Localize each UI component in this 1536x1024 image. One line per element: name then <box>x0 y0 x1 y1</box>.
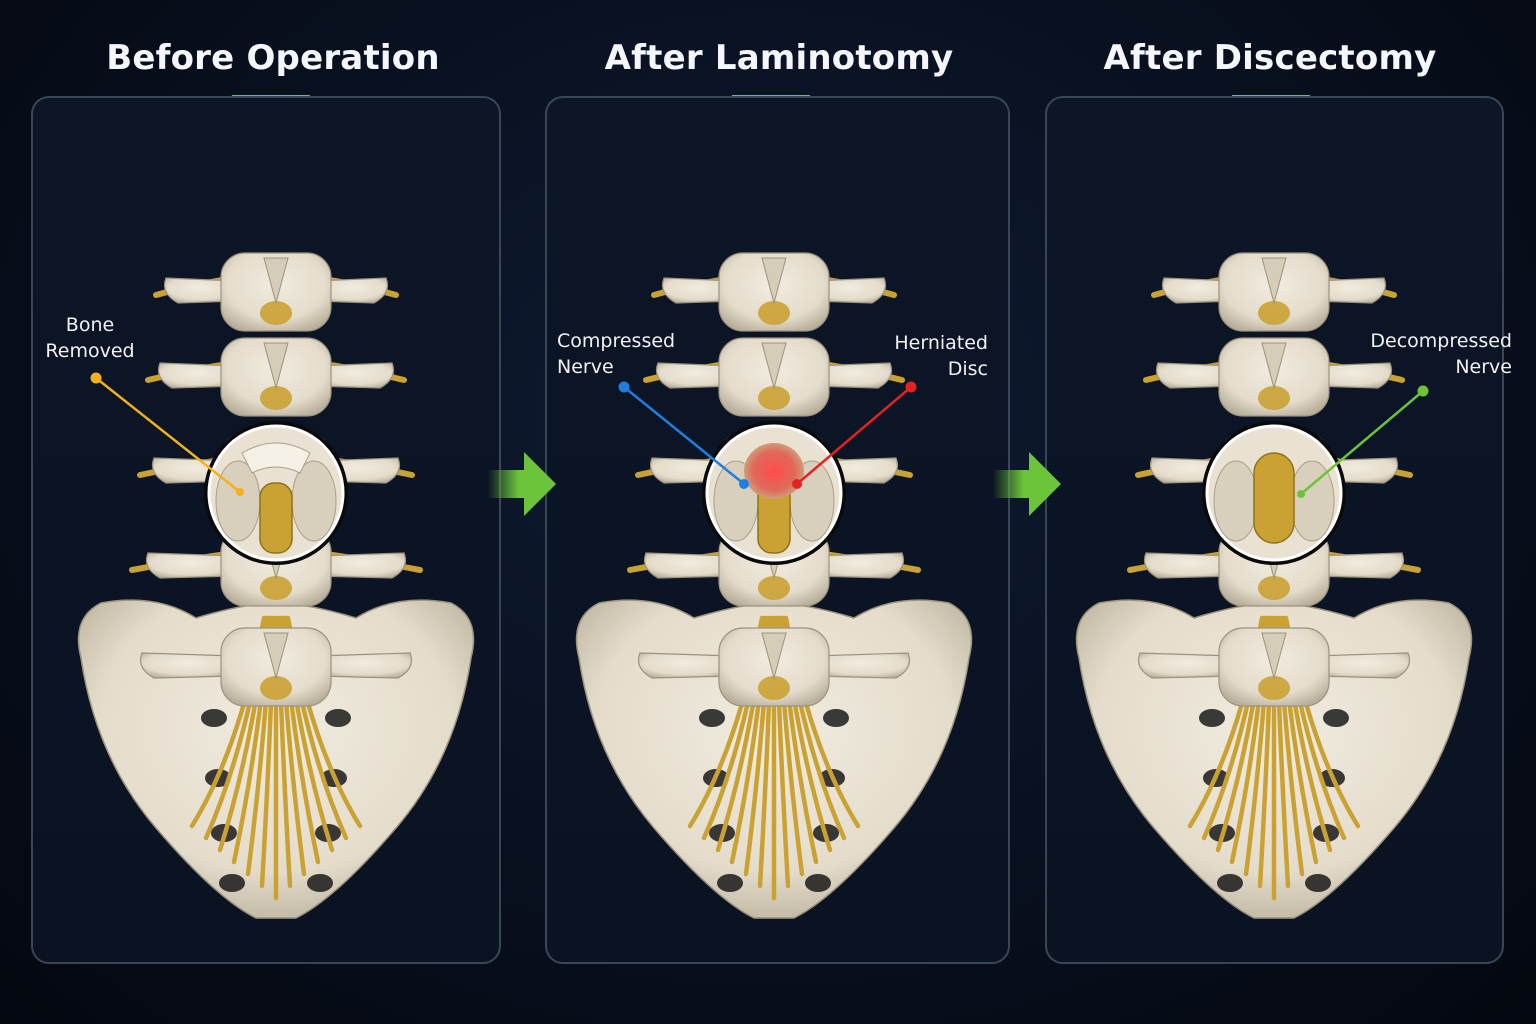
spinous-process <box>263 257 289 305</box>
spinous-process <box>1261 257 1287 305</box>
title-after-laminotomy: After Laminotomy <box>604 38 954 78</box>
lamina-right <box>1289 460 1335 542</box>
vertebra <box>1155 337 1393 417</box>
sacral-foramen <box>1305 874 1331 892</box>
sacral-foramen <box>219 874 245 892</box>
vertebra <box>1161 252 1387 332</box>
label-line: Nerve <box>1455 356 1512 378</box>
label-line: Removed <box>45 340 135 362</box>
vertebra <box>643 527 905 607</box>
label-compressed-nerve: Compressed Nerve <box>557 328 675 380</box>
spinous-process <box>1261 632 1287 680</box>
removed-bone-edge <box>241 442 311 474</box>
magnifier-circle-icon <box>702 421 846 565</box>
title-before-operation: Before Operation <box>106 38 440 78</box>
spinous-process <box>263 632 289 680</box>
spinous-process <box>761 632 787 680</box>
spinal-canal <box>260 386 292 410</box>
magnifier-ring-inner <box>207 424 345 562</box>
spinal-canal <box>758 301 790 325</box>
spinal-canal <box>1258 576 1290 600</box>
spine-illustration <box>77 252 475 919</box>
herniated-disc <box>744 443 804 499</box>
magnifier-ring-outer <box>204 421 348 565</box>
spinous-process <box>1261 342 1287 390</box>
label-line: Decompressed <box>1370 330 1512 352</box>
label-line: Compressed <box>557 330 676 352</box>
sacral-foramen <box>1217 874 1243 892</box>
spinous-process <box>761 342 787 390</box>
sacral-foramen <box>699 709 725 727</box>
spine-illustration <box>575 252 973 919</box>
magnifier-circle-icon <box>1202 421 1346 565</box>
lamina-left <box>1213 460 1259 542</box>
sacral-foramen <box>823 709 849 727</box>
label-line: Bone <box>65 314 115 336</box>
right-arrow-icon <box>488 452 556 516</box>
label-herniated-disc: Herniated Disc <box>880 330 988 382</box>
spinal-canal <box>758 676 790 700</box>
sacral-foramen <box>201 709 227 727</box>
spinous-process <box>761 257 787 305</box>
nerve-root <box>259 482 293 554</box>
label-decompressed-nerve: Decompressed Nerve <box>1370 328 1512 380</box>
magnifier-ring-inner <box>705 424 843 562</box>
label-line: Herniated <box>894 332 988 354</box>
magnifier-ring-outer <box>702 421 846 565</box>
vertebra <box>655 337 893 417</box>
spinal-canal <box>1258 676 1290 700</box>
spinal-canal <box>260 301 292 325</box>
label-line: Disc <box>947 358 988 380</box>
vertebra <box>157 337 395 417</box>
vertebra <box>661 252 887 332</box>
sacral-foramen <box>307 874 333 892</box>
sacral-foramen <box>717 874 743 892</box>
decompressed-nerve <box>1253 452 1295 544</box>
sacral-foramen <box>805 874 831 892</box>
panel-before-operation <box>31 96 501 964</box>
sacral-foramen <box>325 709 351 727</box>
right-arrow-icon <box>993 452 1061 516</box>
label-bone-removed: Bone Removed <box>44 312 136 364</box>
spinal-canal <box>1258 301 1290 325</box>
vertebra <box>139 627 413 707</box>
vertebra <box>163 252 389 332</box>
magnifier-circle-icon <box>204 421 348 565</box>
panel-after-discectomy <box>1045 96 1504 964</box>
spinal-canal <box>758 386 790 410</box>
title-after-discectomy: After Discectomy <box>1103 38 1437 78</box>
sacral-foramen <box>1323 709 1349 727</box>
spinal-canal <box>758 576 790 600</box>
spinal-canal <box>1258 386 1290 410</box>
lamina-right <box>291 460 337 542</box>
spinal-canal <box>260 676 292 700</box>
sacral-foramen <box>1199 709 1225 727</box>
lamina-left <box>215 460 261 542</box>
vertebra <box>637 627 911 707</box>
spinal-canal <box>260 576 292 600</box>
spine-illustration <box>1075 252 1473 919</box>
vertebra <box>1137 627 1411 707</box>
panel-after-laminotomy <box>545 96 1010 964</box>
label-line: Nerve <box>557 356 614 378</box>
spinous-process <box>263 342 289 390</box>
